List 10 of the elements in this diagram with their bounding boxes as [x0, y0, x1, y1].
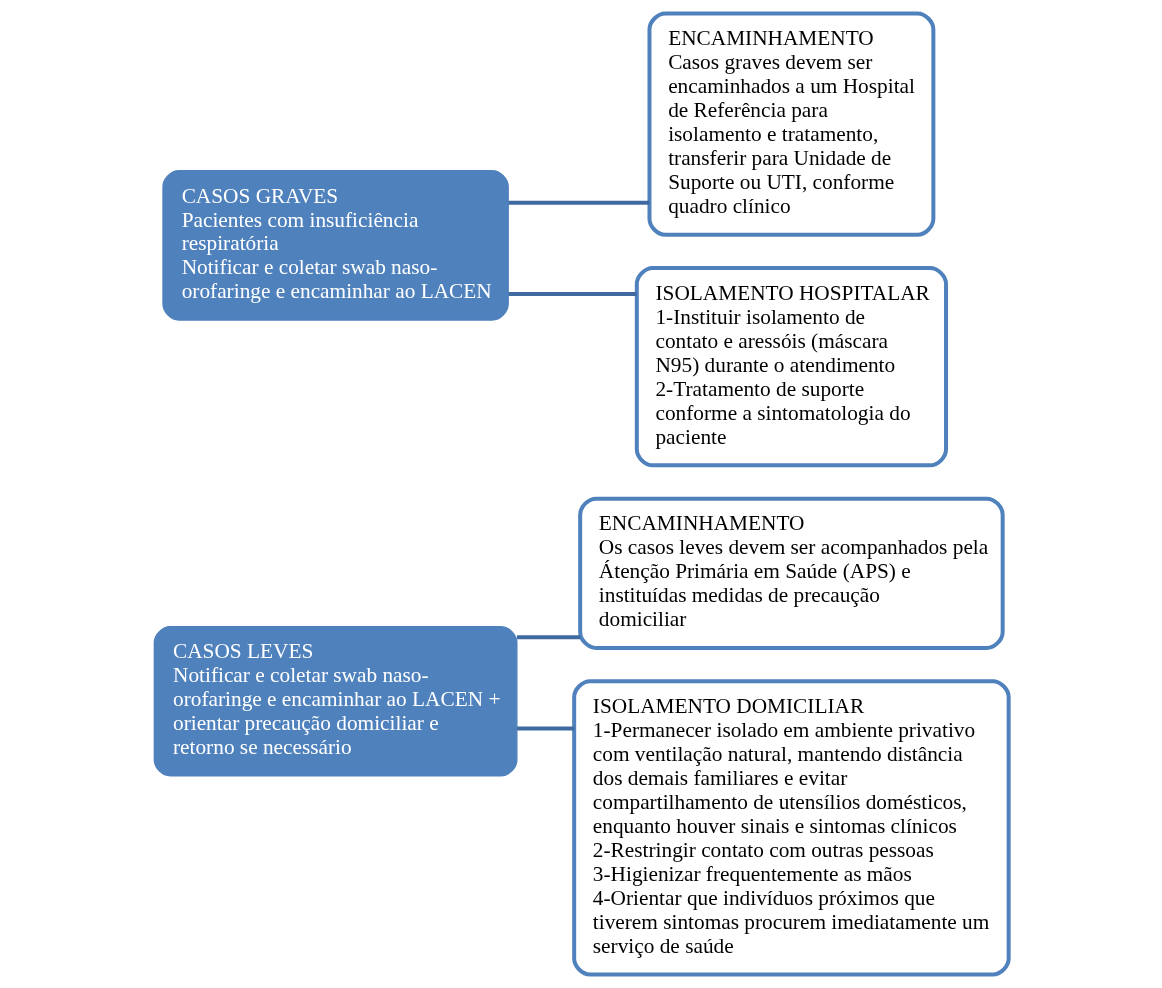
- node-box: CASOS GRAVES Pacientes com insuficiência respiratória Notificar e coletar swab naso-orofaringe e encaminhar ao LACEN: [161, 170, 509, 321]
- node-box: ENCAMINHAMENTO Casos graves devem ser encaminhados a um Hospital de Referência para isolamento e tratamento, transferir para Unidade de Suporte ou UTI, conforme quadro clínico: [646, 11, 935, 237]
- connector: [516, 635, 580, 640]
- node-box: ENCAMINHAMENTO Os casos leves devem ser acompanhados pela Átenção Primária em Saúde (APS) e instituídas medidas de precaução domiciliar: [577, 496, 1005, 650]
- node-box: ISOLAMENTO DOMICILIAR 1-Permanecer isolado em ambiente privativo com ventilação natural, mantendo distância dos demais familiares e evitar compartilhamento de utensílios domésticos, enquanto houver sinais e sintomas clínicos 2-Restringir contato com outras pessoas 3-Higienizar frequentemente as mãos 4-Orientar que indivíduos próximos que tiverem sintomas procurem imediatamente um serviço de saúde: [571, 679, 1011, 977]
- connector: [516, 726, 574, 731]
- node-box: ISOLAMENTO HOSPITALAR 1-Instituir isolamento de contato e aressóis (máscara N95) durante o atendimento 2-Tratamento de suporte conforme a sintomatologia do paciente: [634, 266, 948, 468]
- connector: [508, 292, 636, 297]
- connector: [508, 200, 649, 205]
- node-box: CASOS LEVES Notificar e coletar swab naso-orofaringe e encaminhar ao LACEN + orientar precaução domiciliar e retorno se necessário: [153, 625, 518, 777]
